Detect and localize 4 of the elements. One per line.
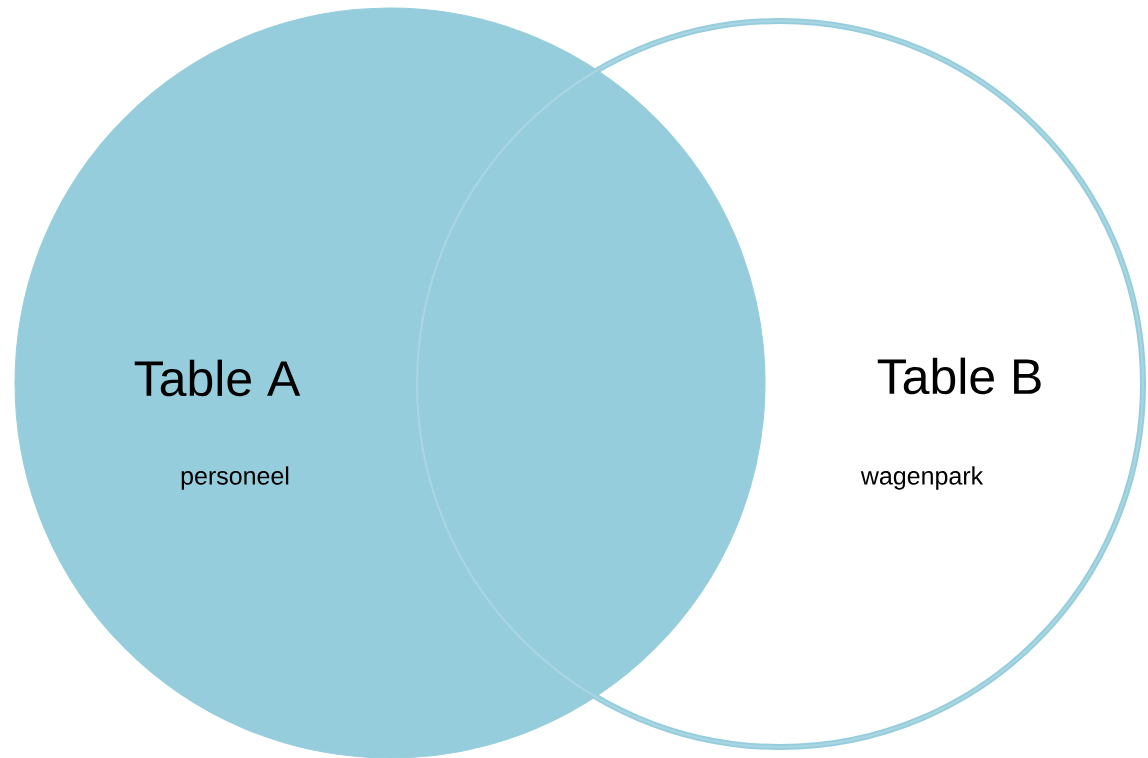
set-title: Table A	[134, 359, 301, 397]
set-caption: personeel	[181, 466, 289, 490]
set-caption: wagenpark	[860, 466, 984, 490]
set-title: Table B	[877, 357, 1041, 395]
